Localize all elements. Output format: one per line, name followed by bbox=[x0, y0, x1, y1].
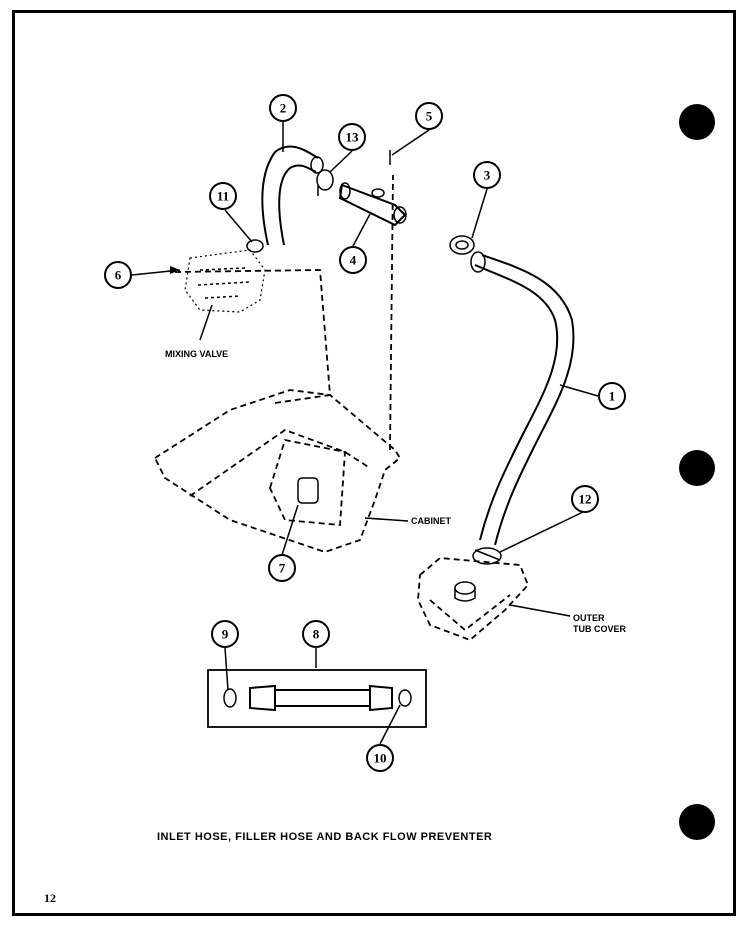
callout-13: 13 bbox=[338, 123, 366, 151]
callout-6: 6 bbox=[104, 261, 132, 289]
mixing-valve-part bbox=[184, 249, 266, 341]
outer-tub-cover-label-line1: OUTER bbox=[573, 613, 605, 623]
callout-7: 7 bbox=[268, 554, 296, 582]
svg-text:12: 12 bbox=[579, 492, 592, 507]
hose-part-2 bbox=[261, 145, 324, 246]
svg-text:11: 11 bbox=[217, 189, 229, 204]
callout-12: 12 bbox=[571, 485, 599, 513]
svg-text:13: 13 bbox=[346, 130, 360, 145]
svg-text:4: 4 bbox=[350, 253, 357, 268]
back-flow-preventer-part-4 bbox=[338, 182, 407, 227]
binder-hole-middle bbox=[679, 450, 715, 486]
callout-1: 1 bbox=[598, 382, 626, 410]
page-number: 12 bbox=[44, 891, 56, 905]
callout-4: 4 bbox=[339, 246, 367, 274]
clamp-part-3 bbox=[449, 235, 475, 255]
svg-text:2: 2 bbox=[280, 101, 287, 116]
callout-9: 9 bbox=[211, 620, 239, 648]
fill-hose-part-1 bbox=[470, 251, 575, 546]
callout-2: 2 bbox=[269, 94, 297, 122]
outer-tub-cover-outline bbox=[417, 557, 530, 642]
svg-text:9: 9 bbox=[222, 627, 229, 642]
page-frame bbox=[12, 10, 736, 916]
svg-text:6: 6 bbox=[115, 268, 122, 283]
callout-3: 3 bbox=[473, 161, 501, 189]
svg-text:3: 3 bbox=[484, 168, 491, 183]
leader-lines bbox=[131, 122, 599, 745]
cabinet-outline bbox=[153, 174, 402, 553]
figure-caption: INLET HOSE, FILLER HOSE AND BACK FLOW PR… bbox=[157, 831, 492, 843]
outer-tub-cover-label-line2: TUB COVER bbox=[573, 624, 627, 634]
binder-hole-top bbox=[679, 104, 715, 140]
callout-5: 5 bbox=[415, 102, 443, 130]
clamp-part-13 bbox=[316, 169, 334, 196]
washer-part-11 bbox=[246, 239, 264, 253]
callout-11: 11 bbox=[209, 182, 237, 210]
svg-text:7: 7 bbox=[279, 561, 286, 576]
svg-text:10: 10 bbox=[374, 751, 387, 766]
svg-text:8: 8 bbox=[313, 627, 320, 642]
cabinet-label: CABINET bbox=[411, 516, 452, 526]
clamp-part-12 bbox=[472, 547, 502, 565]
mixing-valve-label: MIXING VALVE bbox=[165, 349, 228, 359]
svg-text:1: 1 bbox=[609, 389, 616, 404]
callout-8: 8 bbox=[302, 620, 330, 648]
callout-10: 10 bbox=[366, 744, 394, 772]
binder-hole-bottom bbox=[679, 804, 715, 840]
svg-text:5: 5 bbox=[426, 109, 433, 124]
filler-hose-panel bbox=[207, 669, 427, 728]
